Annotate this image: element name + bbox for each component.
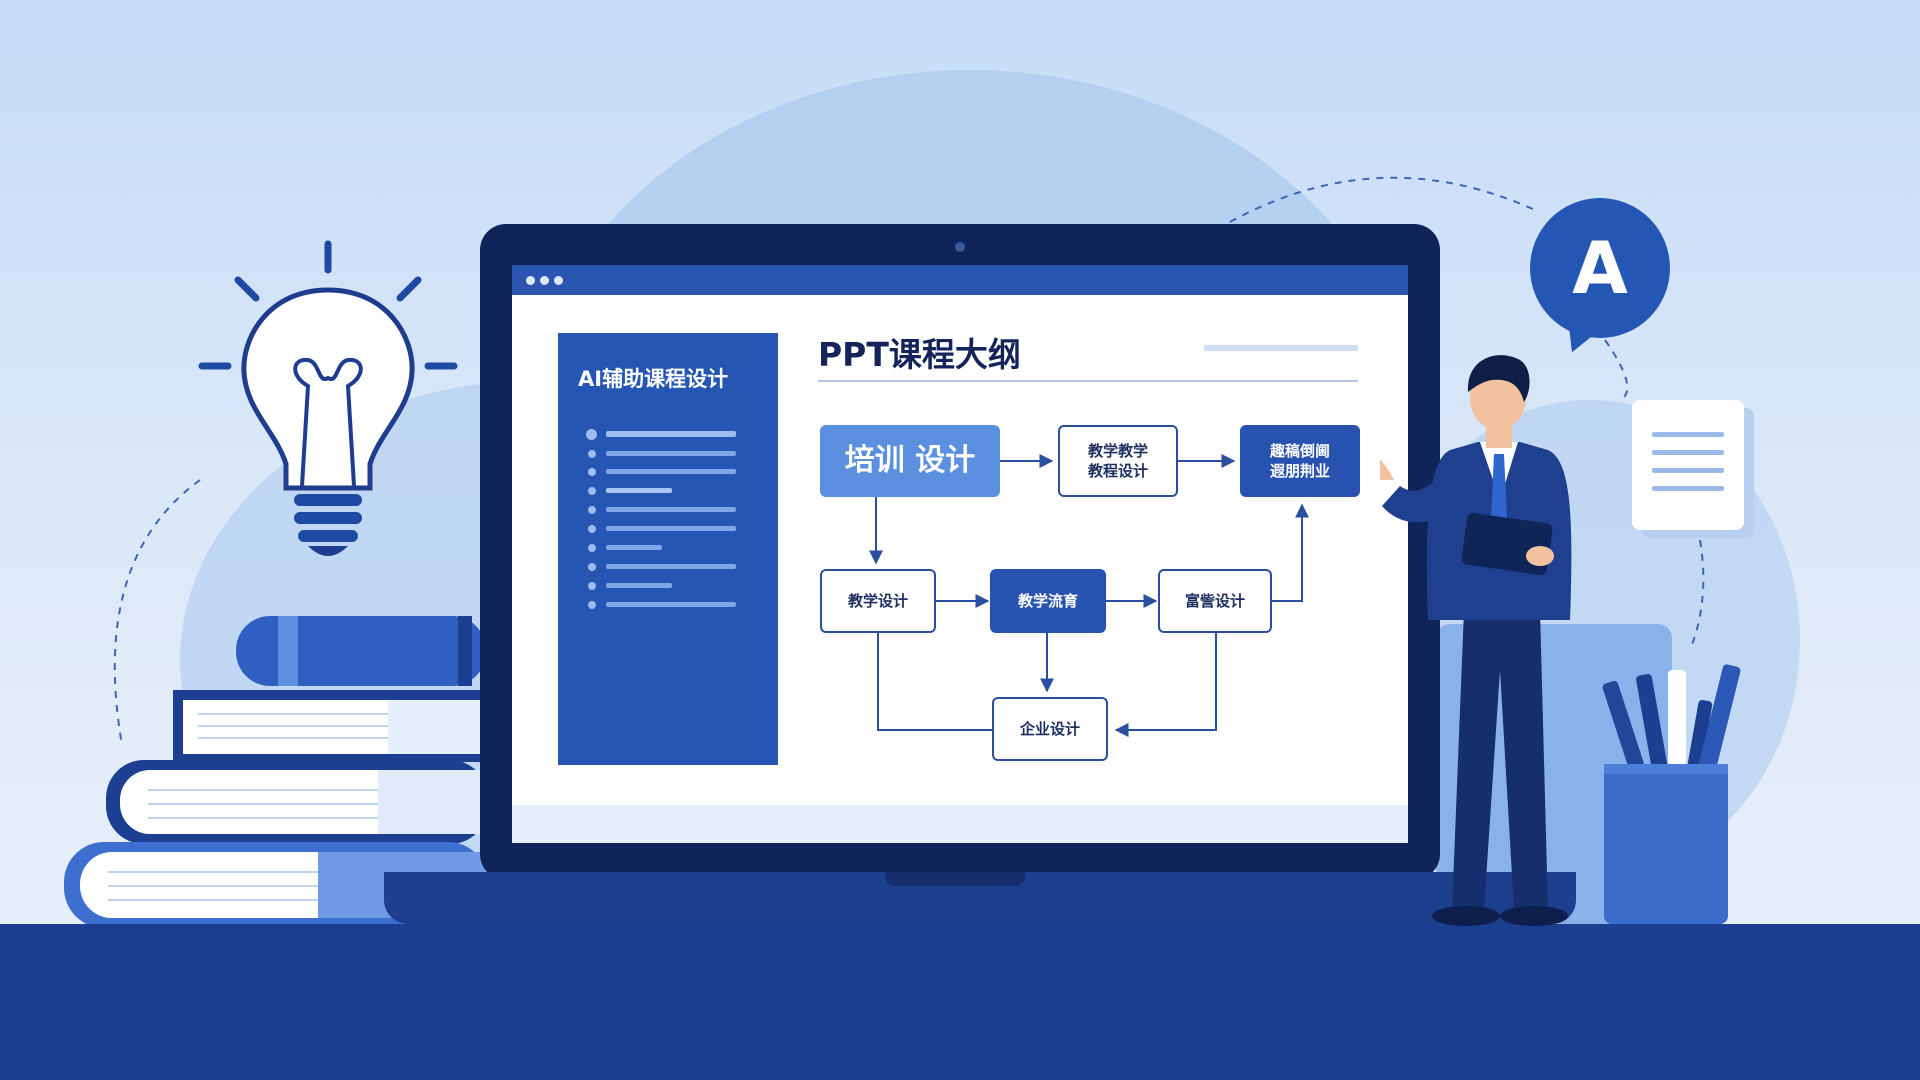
flow-node: 趣稿倒阃 遐朋荆业 xyxy=(1240,425,1360,497)
bullet-icon xyxy=(588,450,596,458)
flow-arrows xyxy=(869,454,1309,737)
flow-edge xyxy=(1270,503,1309,602)
pen-cup-icon xyxy=(1602,664,1741,780)
flow-node-label: 企业设计 xyxy=(1019,719,1080,738)
document-line xyxy=(1652,450,1724,455)
window-titlebar xyxy=(512,265,1408,295)
outline-line xyxy=(606,526,736,531)
document-line xyxy=(1652,432,1724,437)
title-divider xyxy=(818,380,1358,382)
flow-edge xyxy=(1114,633,1217,737)
chat-bubble-icon: A xyxy=(1530,198,1670,338)
flow-node-label-line: 遐朋荆业 xyxy=(1269,462,1330,480)
flow-node-label: 趣稿倒阃 遐朋荆业 xyxy=(1270,441,1330,482)
bullet-icon xyxy=(588,506,596,514)
flow-node-label-line: 趣稿倒阃 xyxy=(1269,441,1330,460)
panel-title: AI辅助课程设计 xyxy=(578,367,729,391)
flow-node-label-line: 教学教学 xyxy=(1087,441,1148,460)
outline-line xyxy=(606,488,672,493)
bullet-icon xyxy=(588,544,596,552)
flow-node: 企业设计 xyxy=(992,697,1108,761)
flow-node-label: 富訾设计 xyxy=(1184,591,1245,610)
outline-line xyxy=(606,545,662,550)
flow-node-label: 教学流育 xyxy=(1017,591,1078,610)
pen-cup-body xyxy=(1604,764,1728,924)
flow-node-label: 教学设计 xyxy=(847,591,908,610)
bullet-icon xyxy=(588,582,596,590)
window-dot-icon xyxy=(554,276,563,285)
outline-line xyxy=(606,507,736,512)
bullet-icon xyxy=(586,429,597,440)
outline-line xyxy=(606,602,736,607)
window-dot-icon xyxy=(526,276,535,285)
lightbulb-icon xyxy=(198,240,458,556)
laptop-notch xyxy=(885,872,1025,886)
camera-icon xyxy=(955,242,965,252)
document-line xyxy=(1652,468,1724,473)
outline-line xyxy=(606,583,672,588)
outline-line xyxy=(606,564,736,569)
flow-edge xyxy=(877,633,992,731)
bullet-icon xyxy=(588,468,596,476)
outline-line xyxy=(606,431,736,437)
book-stack-icon xyxy=(64,616,488,928)
title-accent-bar xyxy=(1204,345,1358,351)
slide-title: PPT课程大纲 xyxy=(818,335,1021,374)
flow-node: 培训 设计 xyxy=(820,425,1000,497)
document-icon xyxy=(1632,400,1744,530)
outline-panel: AI辅助课程设计 xyxy=(558,333,778,765)
presenter-figure xyxy=(1380,355,1572,926)
bubble-letter: A xyxy=(1572,226,1628,310)
bullet-icon xyxy=(588,601,596,609)
laptop-screen: AI辅助课程设计 PPT课程大纲 xyxy=(512,265,1408,843)
window-dot-icon xyxy=(540,276,549,285)
bullet-icon xyxy=(588,563,596,571)
outline-line xyxy=(606,469,736,474)
flow-node-label-line: 教程设计 xyxy=(1087,462,1148,480)
flow-node: 教学流育 xyxy=(990,569,1106,633)
pen-cup-rim xyxy=(1604,764,1728,774)
outline-line xyxy=(606,451,736,456)
screen-footer-band xyxy=(512,805,1408,843)
desk-surface xyxy=(0,924,1920,1080)
bullet-icon xyxy=(588,525,596,533)
flow-node-label: 培训 设计 xyxy=(844,442,976,478)
flow-node-label: 教学教学 教程设计 xyxy=(1088,441,1148,482)
flow-node: 富訾设计 xyxy=(1158,569,1272,633)
flow-node: 教学设计 xyxy=(820,569,936,633)
flow-node: 教学教学 教程设计 xyxy=(1058,425,1178,497)
bullet-icon xyxy=(588,487,596,495)
document-line xyxy=(1652,486,1724,491)
